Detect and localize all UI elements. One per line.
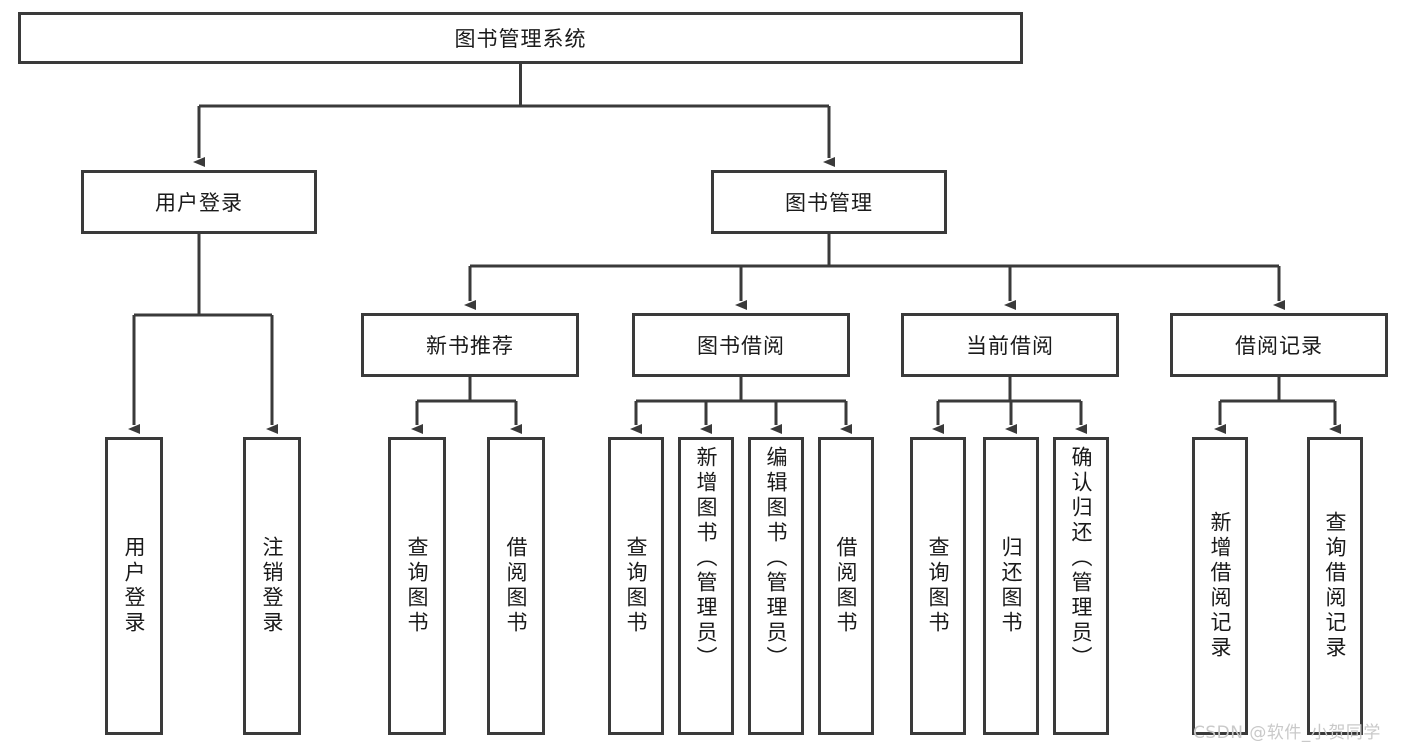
node-leaf-user-login: 用户登录 (105, 437, 163, 735)
node-leaf-return-book: 归还图书 (983, 437, 1039, 735)
node-login: 用户登录 (81, 170, 317, 234)
node-leaf-add-book: 新增图书（管理员） (678, 437, 734, 735)
node-label: 当前借阅 (966, 334, 1054, 358)
node-label: 图书管理系统 (454, 27, 587, 51)
node-label: 用户登录 (155, 191, 243, 215)
node-label: 查询图书 (926, 536, 951, 636)
node-root: 图书管理系统 (18, 12, 1023, 64)
node-label: 图书管理 (785, 191, 873, 215)
node-leaf-edit-book: 编辑图书（管理员） (748, 437, 804, 735)
node-leaf-confirm-return: 确认归还（管理员） (1053, 437, 1109, 735)
node-label: 编辑图书（管理员） (764, 446, 789, 671)
node-label: 归还图书 (999, 536, 1024, 636)
node-label: 借阅记录 (1235, 334, 1323, 358)
node-label: 新增图书（管理员） (694, 446, 719, 671)
node-bookmgmt: 图书管理 (711, 170, 947, 234)
node-leaf-logout: 注销登录 (243, 437, 301, 735)
csdn-watermark: CSDN @软件_小贺同学 (1193, 723, 1381, 743)
node-leaf-query-record: 查询借阅记录 (1307, 437, 1363, 735)
node-leaf-borrow-book-1: 借阅图书 (487, 437, 545, 735)
node-label: 查询图书 (405, 536, 430, 636)
node-records: 借阅记录 (1170, 313, 1388, 377)
node-leaf-query-book-3: 查询图书 (910, 437, 966, 735)
node-label: 查询借阅记录 (1323, 511, 1348, 661)
node-label: 借阅图书 (834, 536, 859, 636)
node-label: 图书借阅 (697, 334, 785, 358)
node-leaf-query-book-2: 查询图书 (608, 437, 664, 735)
node-label: 新增借阅记录 (1208, 511, 1233, 661)
node-label: 确认归还（管理员） (1069, 446, 1094, 671)
node-leaf-add-record: 新增借阅记录 (1192, 437, 1248, 735)
node-current: 当前借阅 (901, 313, 1119, 377)
node-leaf-borrow-book-2: 借阅图书 (818, 437, 874, 735)
node-label: 新书推荐 (426, 334, 514, 358)
node-newbook: 新书推荐 (361, 313, 579, 377)
node-borrow: 图书借阅 (632, 313, 850, 377)
node-label: 用户登录 (122, 536, 147, 636)
node-label: 查询图书 (624, 536, 649, 636)
node-label: 借阅图书 (504, 536, 529, 636)
node-leaf-query-book-1: 查询图书 (388, 437, 446, 735)
node-label: 注销登录 (260, 536, 285, 636)
